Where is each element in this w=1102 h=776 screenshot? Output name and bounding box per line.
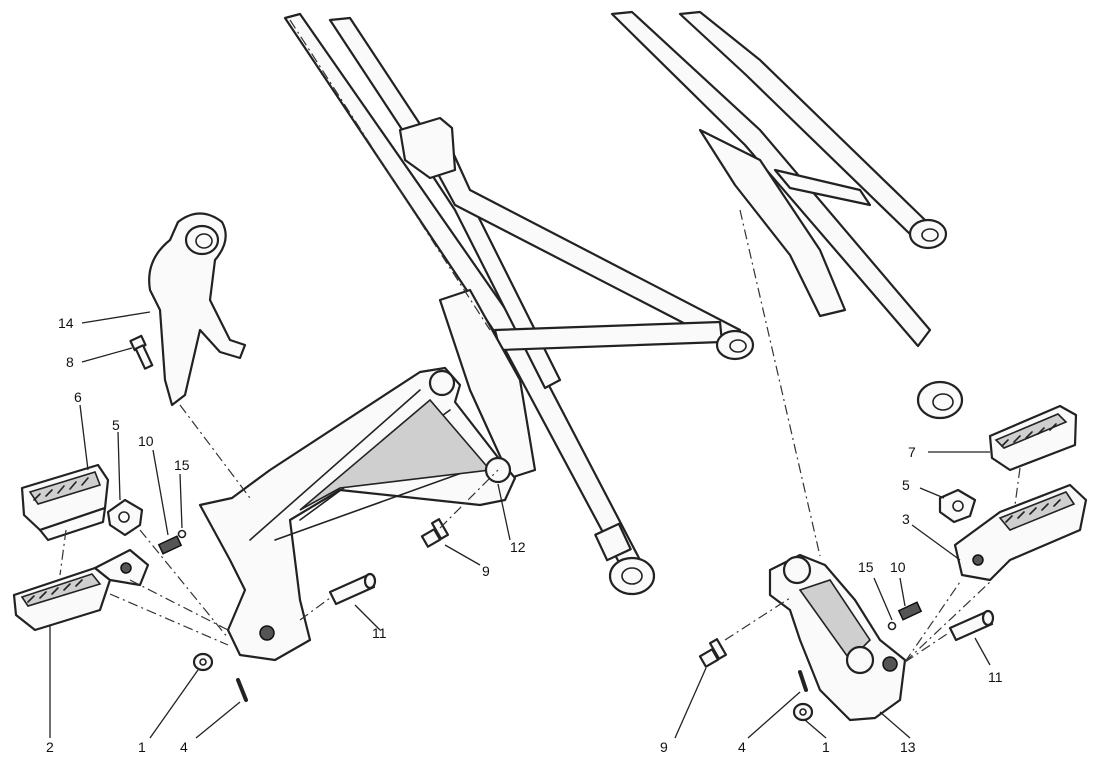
subframe-mid-end-hole: [729, 339, 747, 353]
clip-part-5-left: [106, 498, 144, 537]
rear-subframe: [283, 10, 964, 596]
callout-4-right: 4: [738, 739, 746, 755]
spring-part-10-right: [897, 601, 923, 621]
pin-part-4-right: [798, 670, 808, 692]
callout-5-left: 5: [112, 417, 120, 433]
callout-14: 14: [58, 315, 74, 331]
callout-8: 8: [66, 354, 74, 370]
washer-part-1-left-hole: [199, 658, 207, 666]
subframe-right-end-hole: [932, 393, 954, 411]
callout-1-left: 1: [138, 739, 146, 755]
pin-part-11-right: [948, 609, 995, 642]
subframe-right-bracket: [698, 128, 847, 318]
subframe-left-tube-inner: [328, 16, 562, 390]
footpeg-part-3: [953, 483, 1088, 582]
footrest-bracket-part-13: [768, 553, 907, 722]
ball-part-15-right: [887, 621, 897, 631]
callout-11-left: 11: [372, 625, 387, 641]
subframe-left-ferrule: [594, 522, 632, 562]
screw-part-9-left: [420, 518, 450, 548]
callout-9-left: 9: [482, 563, 490, 579]
callout-6: 6: [74, 389, 82, 405]
footpeg-part-7: [988, 404, 1078, 472]
callout-15-left: 15: [174, 457, 190, 473]
subframe-right-tube: [610, 10, 932, 348]
screw-part-9-right: [698, 638, 728, 668]
subframe-right-upper-end: [908, 218, 948, 250]
washer-part-1-left: [192, 652, 214, 672]
callout-10-left: 10: [138, 433, 154, 449]
screw-part-8-left: [129, 334, 154, 370]
leader-lines: [49, 311, 991, 739]
washer-part-1-right-hole: [799, 708, 807, 716]
ball-part-15-left: [177, 529, 187, 539]
footrest-bracket-part-12: [198, 366, 517, 662]
subframe-left-end: [608, 556, 656, 596]
pin-part-11-left: [328, 572, 377, 606]
subframe-bracket-lower: [438, 288, 537, 480]
callout-9-right: 9: [660, 739, 668, 755]
washer-part-1-right: [792, 702, 814, 722]
callout-7: 7: [908, 444, 916, 460]
callout-12: 12: [510, 539, 526, 555]
callout-3: 3: [902, 511, 910, 527]
footpeg-part-2: [12, 548, 150, 632]
subframe-mid-end: [715, 329, 755, 361]
callout-2: 2: [46, 739, 54, 755]
assembly-lines: [59, 19, 1021, 663]
subframe-right-plate: [773, 168, 872, 207]
callout-1-right: 1: [822, 739, 830, 755]
callout-13: 13: [900, 739, 916, 755]
subframe-right-end: [916, 380, 964, 420]
callout-labels: 14 8 6 5 10 15 2 1 4 11 9 12 7 5 3 15 10…: [46, 315, 1003, 755]
footpeg-part-6: [20, 463, 110, 542]
heel-guard-part-14: [148, 212, 247, 407]
callout-11-right: 11: [988, 669, 1003, 685]
callout-4-left: 4: [180, 739, 188, 755]
spring-part-10-left: [157, 535, 183, 555]
callout-15-right: 15: [858, 559, 874, 575]
clip-part-5-right: [938, 488, 977, 524]
subframe-bracket-upper: [398, 116, 457, 180]
subframe-left-end-hole: [621, 567, 643, 585]
subframe-right-upper-end-hole: [921, 228, 939, 242]
callout-10-right: 10: [890, 559, 906, 575]
pin-part-4-left: [236, 678, 248, 702]
callout-5-right: 5: [902, 477, 910, 493]
